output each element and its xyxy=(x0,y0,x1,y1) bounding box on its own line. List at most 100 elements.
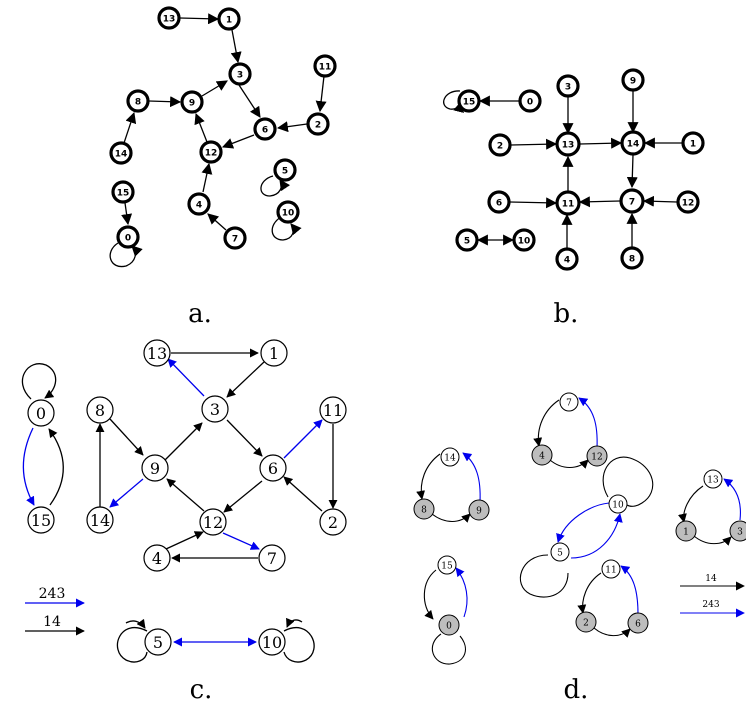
svg-text:7: 7 xyxy=(232,235,238,245)
svg-text:6: 6 xyxy=(635,620,641,630)
svg-text:11: 11 xyxy=(605,566,616,576)
svg-text:12: 12 xyxy=(203,513,223,532)
panel-d-node-14: 14 xyxy=(440,447,460,467)
panel-c-node-8: 8 xyxy=(86,396,114,424)
panel-d-legend-label-243: 243 xyxy=(702,600,719,610)
svg-text:2: 2 xyxy=(328,513,338,532)
panel-b-node-5: 5 xyxy=(455,228,479,252)
svg-text:5: 5 xyxy=(557,549,563,559)
panel-c: 13 1 0 8 3 11 9 6 15 14 12 2 4 7 5 10 24… xyxy=(21,339,347,705)
panel-b-node-12: 12 xyxy=(676,190,700,214)
svg-text:9: 9 xyxy=(476,507,482,517)
svg-text:4: 4 xyxy=(564,256,570,266)
svg-text:9: 9 xyxy=(150,459,160,478)
panel-a-node-14: 14 xyxy=(109,141,133,165)
svg-text:5: 5 xyxy=(464,237,470,247)
panel-c-node-7: 7 xyxy=(258,544,286,572)
panel-c-node-0: 0 xyxy=(27,399,55,427)
svg-text:6: 6 xyxy=(268,459,278,478)
svg-text:10: 10 xyxy=(282,209,295,219)
panel-b-node-6: 6 xyxy=(487,190,511,214)
panel-d-node-3: 3 xyxy=(729,520,746,542)
panel-d-node-4: 4 xyxy=(531,444,553,466)
svg-text:1: 1 xyxy=(683,528,689,538)
panel-c-node-10: 10 xyxy=(258,628,286,656)
panel-b-node-13: 13 xyxy=(555,131,581,157)
svg-text:0: 0 xyxy=(446,622,452,632)
panel-c-edges xyxy=(21,348,338,663)
svg-text:7: 7 xyxy=(629,198,635,208)
svg-text:14: 14 xyxy=(90,511,110,530)
panel-b: 15 0 3 9 2 13 14 1 6 11 7 12 5 10 4 8 b. xyxy=(443,68,705,329)
panel-a-edges xyxy=(109,13,327,268)
panel-d-node-10: 10 xyxy=(608,494,628,514)
panel-b-node-2: 2 xyxy=(488,133,512,157)
panel-d-node-8: 8 xyxy=(413,498,435,520)
panel-a-node-9: 9 xyxy=(180,90,204,114)
panel-b-node-10: 10 xyxy=(512,228,536,252)
panel-b-node-4: 4 xyxy=(555,247,579,271)
svg-text:10: 10 xyxy=(518,237,531,247)
panel-a-node-8: 8 xyxy=(126,89,150,113)
svg-text:11: 11 xyxy=(562,200,575,210)
svg-text:4: 4 xyxy=(196,201,202,211)
panel-c-node-2: 2 xyxy=(319,508,347,536)
panel-b-node-14: 14 xyxy=(620,130,646,156)
panel-c-node-14: 14 xyxy=(86,506,114,534)
panel-a-node-11: 11 xyxy=(313,54,337,78)
panel-a-node-1: 1 xyxy=(217,7,241,31)
svg-text:1: 1 xyxy=(269,344,279,363)
svg-text:15: 15 xyxy=(463,98,476,108)
svg-text:9: 9 xyxy=(630,77,636,87)
panel-a-node-5: 5 xyxy=(273,158,297,182)
svg-text:3: 3 xyxy=(237,71,243,81)
svg-text:5: 5 xyxy=(153,633,163,652)
svg-text:7: 7 xyxy=(267,549,277,568)
panel-a-node-10: 10 xyxy=(276,200,300,224)
panel-c-legend: 243 14 xyxy=(25,586,85,636)
svg-text:8: 8 xyxy=(135,98,141,108)
panel-c-legend-label-243: 243 xyxy=(39,586,66,602)
svg-text:5: 5 xyxy=(282,167,288,177)
panel-d-node-0: 0 xyxy=(438,614,460,636)
svg-text:3: 3 xyxy=(565,83,571,93)
svg-text:7: 7 xyxy=(566,399,572,409)
svg-text:15: 15 xyxy=(117,189,130,199)
svg-text:2: 2 xyxy=(583,619,589,629)
panel-c-node-13: 13 xyxy=(143,339,171,367)
panel-a-node-3: 3 xyxy=(228,62,252,86)
svg-text:1: 1 xyxy=(690,140,696,150)
panel-a-node-2: 2 xyxy=(306,112,330,136)
svg-text:13: 13 xyxy=(147,344,167,363)
panel-c-nodes: 13 1 0 8 3 11 9 6 15 14 12 2 4 7 5 10 xyxy=(27,339,347,656)
panel-d-node-11: 11 xyxy=(601,559,621,579)
svg-text:3: 3 xyxy=(210,400,220,419)
panel-a: 13 1 3 11 8 9 6 2 14 12 5 15 4 10 0 7 a. xyxy=(109,6,337,329)
panel-a-node-0: 0 xyxy=(116,225,140,249)
svg-text:12: 12 xyxy=(682,199,695,209)
panel-c-caption: c. xyxy=(190,675,213,705)
svg-text:13: 13 xyxy=(562,141,575,151)
panel-c-node-3: 3 xyxy=(201,395,229,423)
panel-c-legend-label-14: 14 xyxy=(43,614,61,630)
svg-text:8: 8 xyxy=(421,506,427,516)
svg-text:10: 10 xyxy=(612,501,624,511)
panel-c-node-12: 12 xyxy=(199,508,227,536)
panel-b-node-15: 15 xyxy=(457,89,481,113)
panel-d-node-5: 5 xyxy=(550,542,570,562)
svg-text:2: 2 xyxy=(315,121,321,131)
svg-text:6: 6 xyxy=(496,199,502,209)
panel-a-node-13: 13 xyxy=(157,6,181,30)
panel-c-node-5: 5 xyxy=(144,628,172,656)
svg-text:0: 0 xyxy=(527,98,533,108)
panel-d-nodes: 7 4 12 14 8 9 10 5 13 1 3 15 0 11 2 6 xyxy=(413,392,746,636)
svg-text:0: 0 xyxy=(36,404,46,423)
svg-text:13: 13 xyxy=(163,15,176,25)
panel-a-node-6: 6 xyxy=(253,117,277,141)
panel-c-node-15: 15 xyxy=(27,506,55,534)
panel-d-legend: 14 243 xyxy=(680,574,745,618)
panel-b-nodes: 15 0 3 9 2 13 14 1 6 11 7 12 5 10 4 8 xyxy=(455,68,705,271)
panel-c-node-9: 9 xyxy=(141,454,169,482)
panel-d-node-9: 9 xyxy=(468,499,490,521)
